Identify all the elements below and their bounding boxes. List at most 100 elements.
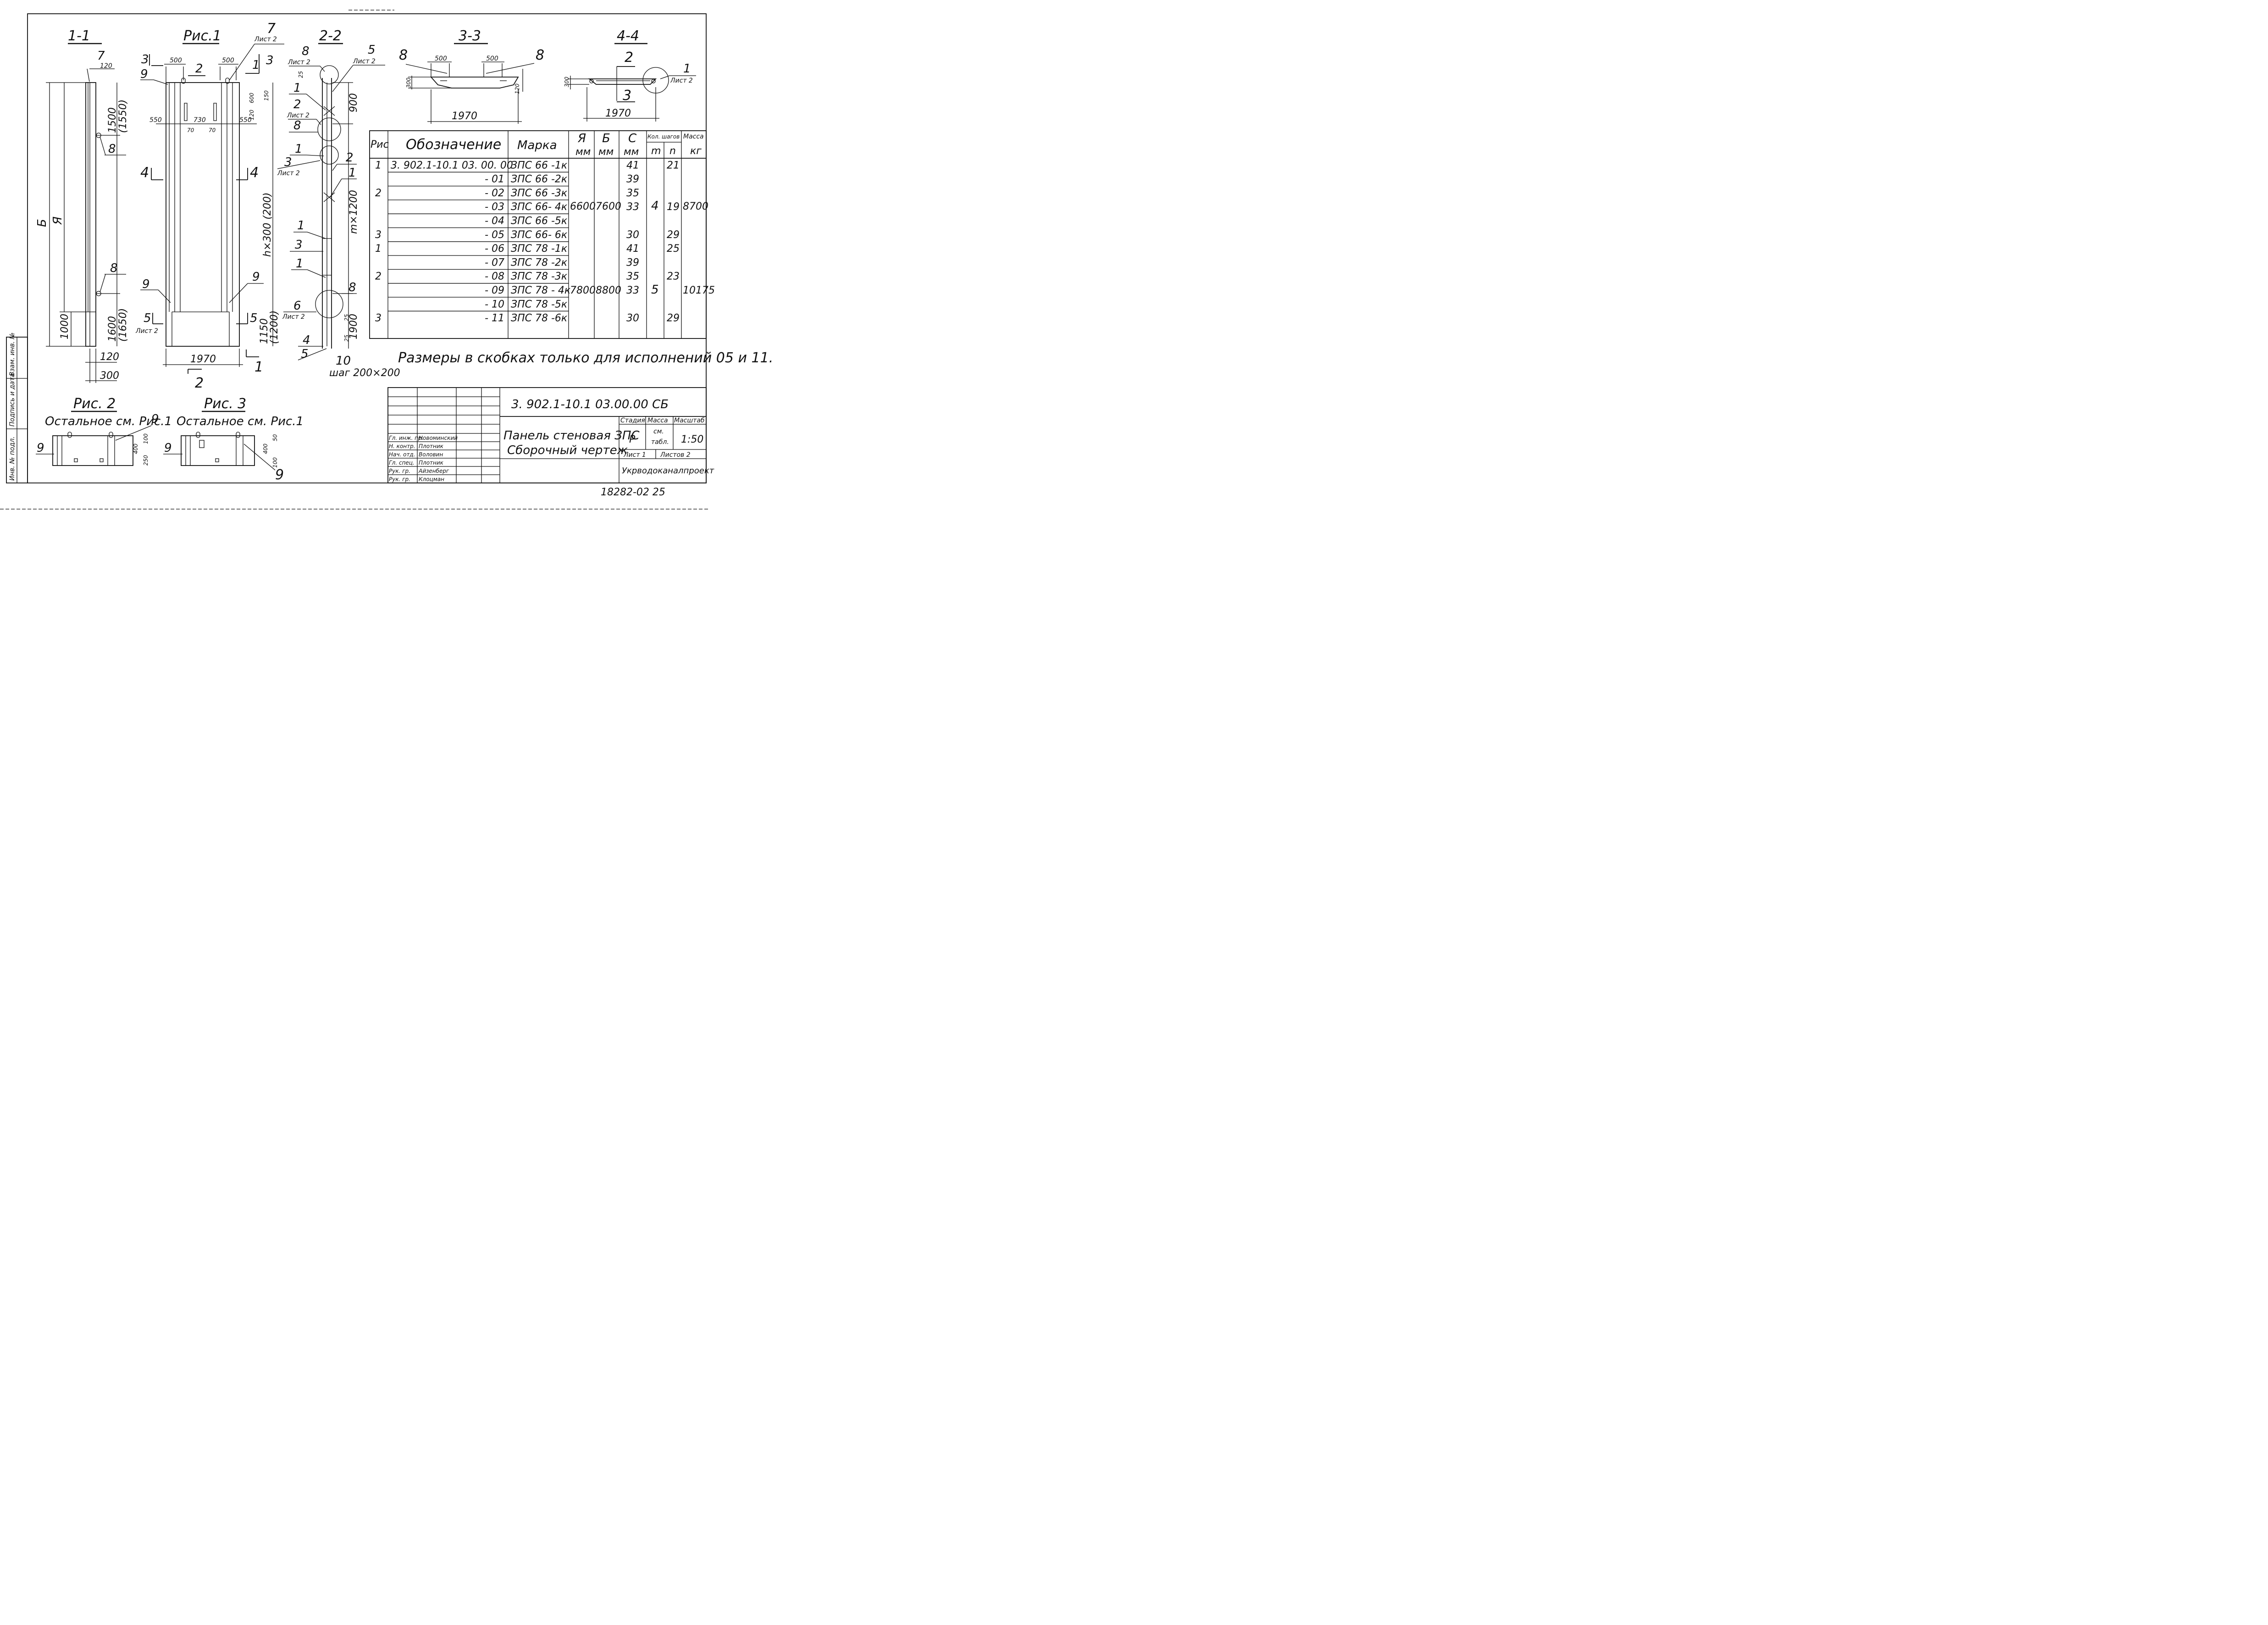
section-1-1: 1-1 Б Я 1000 1500 (1550) 1600 (1650) 120… — [35, 28, 129, 383]
table-cell-oboz: - 08 — [485, 271, 504, 283]
mark-1-s22-c: 1 — [297, 219, 305, 233]
mark-1-s22-d: 1 — [296, 257, 304, 271]
cut-5-list: Лист 2 — [135, 327, 158, 335]
dim-25-s22-top: 25 — [298, 71, 304, 78]
table-cell-c: 35 — [626, 188, 639, 199]
dim-500-left: 500 — [170, 57, 182, 64]
table-cell-c: 33 — [626, 285, 639, 296]
table-cell-oboz: - 11 — [485, 313, 504, 324]
tb-person-role: Гл. спец. — [389, 460, 415, 466]
table-cell-marka: ЗПС 66 -3к — [511, 188, 568, 199]
table-cell-oboz: - 02 — [485, 188, 504, 199]
th-m: m — [651, 145, 661, 157]
mark-8-s22-a-list: Лист 2 — [288, 59, 310, 66]
section-3-3: 3-3 500 500 8 8 300 120 1970 — [399, 28, 544, 124]
dim-550-right: 550 — [239, 116, 252, 124]
mark-8-s11-top: 8 — [108, 142, 116, 156]
tb-org: Укрводоканалпроект — [622, 466, 714, 476]
dim-1970-s33: 1970 — [452, 111, 477, 122]
tb-massa-h: Масса — [647, 417, 668, 424]
footer-code: 18282-02 25 — [601, 487, 665, 498]
th-b-u: мм — [598, 146, 614, 158]
dim-120-top: 120 — [100, 62, 112, 70]
tb-person-role: Рук. гр. — [389, 476, 410, 483]
tb-person-name: Плотник — [419, 460, 444, 466]
table-cell-ris: 2 — [375, 188, 382, 199]
dim-500-s33-l: 500 — [435, 55, 447, 62]
table-cell-marka: ЗПС 78 -1к — [511, 243, 568, 255]
dim-300-s33: 300 — [405, 78, 412, 88]
table-cell-marka: ЗПС 66 -5к — [511, 216, 568, 227]
dim-1650: (1650) — [117, 308, 129, 342]
table-cell-oboz: - 03 — [485, 201, 504, 213]
table-cell-marka: ЗПС 78 - 4к — [511, 285, 571, 296]
mark-1-s22-r: 1 — [348, 166, 356, 180]
mark-8-s11-bot: 8 — [110, 261, 118, 275]
cut-1-top: 1 — [252, 58, 260, 72]
figure-3-title: Рис. 3 — [204, 396, 246, 412]
mark-1-s44-list: Лист 2 — [670, 77, 693, 84]
figure-3: Рис. 3 Остальное см. Рис.1 9 9 50 400 10… — [163, 396, 304, 483]
mark-8-s22-b: 8 — [293, 119, 301, 133]
tb-massa2: табл. — [651, 438, 669, 446]
cut-4-right: 4 — [250, 165, 259, 181]
table-cell-ris: 1 — [375, 243, 382, 255]
table-cell-oboz: - 06 — [485, 243, 504, 255]
section-4-4-title: 4-4 — [617, 28, 639, 44]
g2-b: 8800 — [596, 285, 621, 296]
tb-masshtab-h: Масштаб — [674, 417, 705, 424]
dim-1970-fig1: 1970 — [190, 354, 216, 365]
mark-9-r3-left: 9 — [164, 441, 172, 455]
section-2-2-title: 2-2 — [319, 28, 342, 44]
dim-B: Б — [35, 219, 49, 227]
mark-7-s11: 7 — [97, 49, 105, 63]
table-cell-marka: ЗПС 66- 6к — [511, 229, 568, 241]
figure-1-title: Рис.1 — [183, 28, 221, 44]
dim-600: 600 — [249, 93, 255, 103]
cut-3-right: 3 — [266, 54, 274, 67]
mark-7-fig1: 7 — [267, 21, 276, 37]
table-cell-c: 41 — [626, 243, 639, 255]
dim-120-r1: 120 — [249, 110, 255, 120]
dim-1200: (1200) — [269, 311, 280, 344]
table-cell-c: 41 — [626, 160, 639, 171]
mark-3-s22-b: 3 — [295, 238, 303, 252]
tb-massa1: см. — [653, 428, 664, 435]
table-cell-n: 23 — [667, 271, 680, 283]
table-cell-ris: 3 — [375, 313, 382, 324]
tb-name1: Панель стеновая ЗПС — [503, 429, 640, 443]
mark-9-bot-left: 9 — [142, 277, 150, 291]
dim-120-bottom: 120 — [100, 351, 119, 363]
mark-4-s22: 4 — [303, 333, 310, 347]
mark-3-s22: 3 — [284, 155, 292, 169]
tb-stadia-h: Стадия — [620, 417, 645, 424]
tb-code: 3. 902.1-10.1 03.00.00 СБ — [511, 398, 669, 411]
dim-300-bottom: 300 — [100, 370, 119, 382]
dim-25-s22-2: 25 — [343, 335, 350, 342]
dim-900: 900 — [348, 93, 360, 112]
sidebar-vzam: Взам. инв. № — [9, 333, 16, 376]
dim-1150: 1150 — [259, 318, 270, 344]
cut-3-left: 3 — [141, 53, 149, 67]
dim-100-r2: 100 — [143, 433, 149, 444]
sidebar-inv: Инв. № подл. — [9, 436, 16, 481]
table-cell-n: 29 — [667, 313, 680, 324]
th-c: С — [628, 132, 637, 145]
tb-person-name: Плотник — [419, 443, 444, 449]
note-text: Размеры в скобках только для исполнений … — [398, 350, 773, 366]
th-marka: Марка — [517, 139, 557, 152]
table-cell-marka: ЗПС 66 -2к — [511, 174, 568, 185]
table-cell-c: 35 — [626, 271, 639, 283]
mark-2-s44: 2 — [625, 50, 633, 66]
th-a: Я — [577, 132, 586, 145]
th-massa-u: кг — [690, 145, 702, 157]
mark-2-top: 2 — [195, 62, 203, 76]
tb-list: Лист 1 — [623, 451, 646, 459]
th-c-u: мм — [624, 146, 639, 158]
tb-name2: Сборочный чертеж — [507, 444, 628, 457]
mark-2-s22-r: 2 — [346, 151, 354, 165]
g1-m: 4 — [651, 199, 659, 213]
tb-person-role: Нач. отд. — [389, 451, 415, 458]
mark-5-s22-b: 5 — [301, 347, 309, 361]
shag-label: шаг 200×200 — [329, 367, 400, 379]
